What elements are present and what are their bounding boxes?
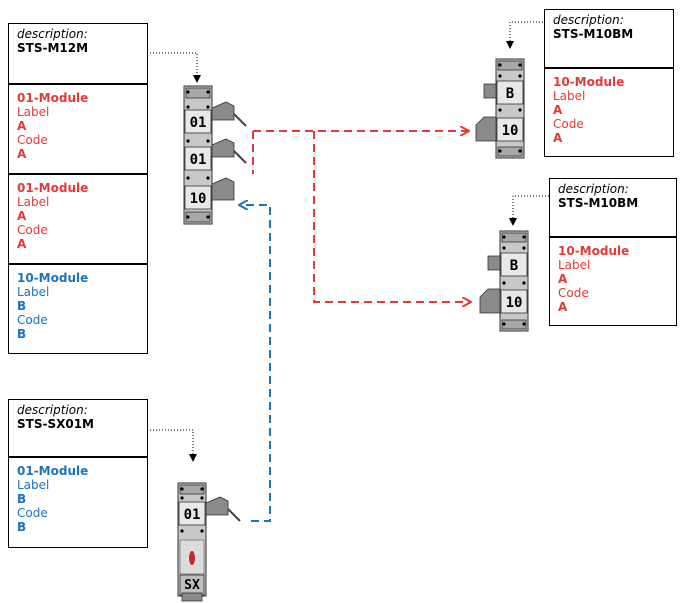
label-value: A — [553, 103, 563, 117]
label-word: Label — [558, 258, 591, 272]
stssx01m-module-box: 01-Module Label B Code B — [8, 457, 148, 548]
label-value: B — [17, 492, 27, 506]
description-value: STS-M12M — [17, 41, 89, 55]
stssx01m-description-box: description: STS-SX01M — [8, 399, 148, 457]
code-value: A — [17, 237, 27, 251]
device-label: B — [510, 258, 518, 274]
stsm12m-module-2-box: 01-Module Label A Code A — [8, 174, 148, 264]
code-value: B — [17, 327, 27, 341]
stsm10bm-top-module-box: 10-Module Label A Code A — [544, 68, 674, 157]
stssx01m-device: 01 SX — [177, 482, 241, 602]
code-value: A — [17, 147, 27, 161]
module-title: 10-Module — [17, 271, 89, 285]
stsm10bm-bottom-module-box: 10-Module Label A Code A — [549, 237, 677, 326]
code-value: A — [553, 131, 563, 145]
device-label: SX — [184, 578, 200, 593]
description-label: description: — [17, 27, 88, 41]
code-value: B — [17, 520, 27, 534]
stsm12m-device: 01 01 10 — [183, 85, 247, 225]
label-word: Label — [17, 195, 50, 209]
stsm10bm-bottom-description-box: description: STS-M10BM — [549, 178, 677, 237]
stsm10bm-bottom-device: B 10 — [479, 230, 529, 332]
description-label: description: — [17, 403, 88, 417]
module-title: 10-Module — [553, 75, 625, 89]
stsm10bm-top-device: B 10 — [475, 58, 525, 159]
red-connection — [252, 131, 470, 302]
stsm12m-description-box: description: STS-M12M — [8, 23, 148, 84]
label-value: A — [17, 209, 27, 223]
code-word: Code — [17, 506, 48, 520]
label-word: Label — [17, 285, 50, 299]
code-word: Code — [17, 313, 48, 327]
description-label: description: — [553, 13, 624, 27]
label-word: Label — [17, 105, 50, 119]
label-value: B — [17, 299, 27, 313]
device-label: 10 — [190, 191, 207, 207]
description-value: STS-M10BM — [558, 196, 639, 210]
stsm12m-module-1-box: 01-Module Label A Code A — [8, 84, 148, 174]
device-label: 01 — [190, 152, 207, 168]
code-word: Code — [17, 133, 48, 147]
device-label: 01 — [190, 115, 207, 131]
code-word: Code — [553, 117, 584, 131]
led-indicator — [189, 551, 195, 565]
label-value: A — [17, 119, 27, 133]
blue-connection — [240, 205, 271, 522]
code-word: Code — [17, 223, 48, 237]
module-title: 01-Module — [17, 91, 89, 105]
device-label: 01 — [184, 507, 201, 523]
label-value: A — [558, 272, 568, 286]
description-value: STS-SX01M — [17, 417, 94, 431]
module-title: 01-Module — [17, 464, 89, 478]
stsm10bm-top-description-box: description: STS-M10BM — [544, 9, 674, 68]
device-label: 10 — [506, 295, 523, 311]
device-label: 10 — [502, 123, 519, 139]
device-label: B — [506, 86, 514, 102]
description-label: description: — [558, 182, 629, 196]
pointer-lines — [150, 21, 549, 462]
module-title: 10-Module — [558, 244, 630, 258]
stsm12m-module-3-box: 10-Module Label B Code B — [8, 264, 148, 354]
description-value: STS-M10BM — [553, 27, 634, 41]
code-value: A — [558, 300, 568, 314]
module-title: 01-Module — [17, 181, 89, 195]
code-word: Code — [558, 286, 589, 300]
label-word: Label — [553, 89, 586, 103]
label-word: Label — [17, 478, 50, 492]
